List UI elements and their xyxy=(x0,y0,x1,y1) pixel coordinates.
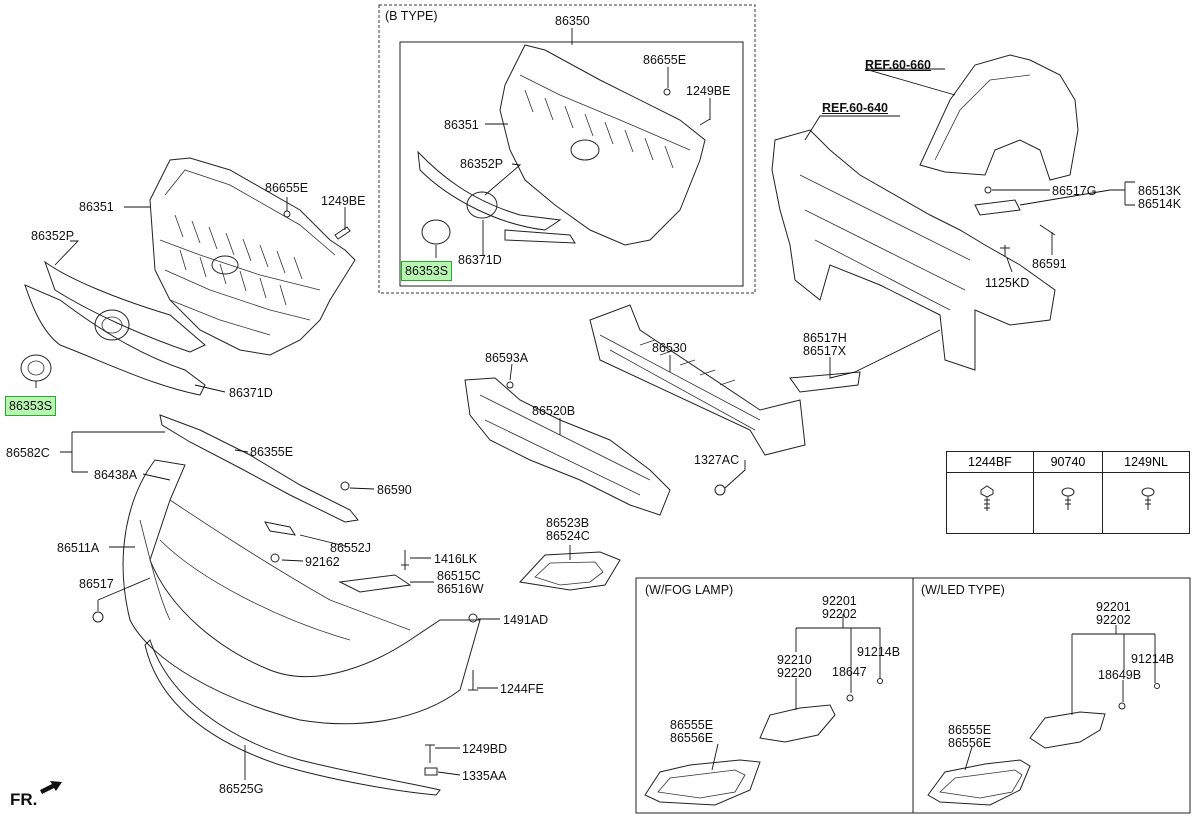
part-label[interactable]: 92201 xyxy=(1096,600,1131,614)
part-label[interactable]: 86351 xyxy=(444,118,479,132)
part-86353s-highlight[interactable]: 86353S xyxy=(5,396,57,416)
part-label[interactable]: 86524C xyxy=(546,529,590,543)
bumper-bracket-drawing xyxy=(789,371,861,393)
part-label[interactable]: 1335AA xyxy=(462,769,507,783)
fastener-icon-cell xyxy=(1032,472,1104,534)
part-label[interactable]: 86591 xyxy=(1032,257,1067,271)
energy-absorber-drawing xyxy=(464,377,671,516)
ref-60-660: REF.60-660 xyxy=(865,58,932,72)
grille-emblem-ring-drawing xyxy=(94,309,130,341)
part-label[interactable]: 92210 xyxy=(777,653,812,667)
fastener-header[interactable]: 1244BF xyxy=(946,451,1034,473)
part-label[interactable]: 86371D xyxy=(458,253,502,267)
b-type-inner-box xyxy=(399,41,744,287)
part-label[interactable]: 92220 xyxy=(777,666,812,680)
bumper-cover-drawing xyxy=(122,459,481,725)
part-label[interactable]: 86351 xyxy=(79,200,114,214)
part-label[interactable]: 1244FE xyxy=(500,682,544,696)
part-label[interactable]: 86530 xyxy=(652,341,687,355)
part-label[interactable]: 92201 xyxy=(822,594,857,608)
ref-60-640: REF.60-640 xyxy=(822,101,889,115)
part-label[interactable]: 86582C xyxy=(6,446,50,460)
part-label[interactable]: 86515C xyxy=(437,569,481,583)
leader-lines xyxy=(35,28,1156,780)
part-label[interactable]: 92202 xyxy=(1096,613,1131,627)
back-beam-drawing xyxy=(589,304,806,456)
fog-bezel-drawing xyxy=(644,759,761,806)
part-label[interactable]: 91214B xyxy=(857,645,901,659)
part-label[interactable]: 86556E xyxy=(670,731,714,745)
part-label[interactable]: 86517X xyxy=(803,344,847,358)
part-label[interactable]: 86525G xyxy=(219,782,264,796)
part-label[interactable]: 86655E xyxy=(265,181,309,195)
part-label[interactable]: 86590 xyxy=(377,483,412,497)
front-direction-label: FR. xyxy=(10,790,38,809)
grille-garnish-drawing xyxy=(43,260,206,353)
fastener-table: 1244BF 90740 1249NL xyxy=(946,451,1190,534)
part-label[interactable]: 86552J xyxy=(330,541,372,555)
front-end-carrier-drawing xyxy=(771,129,1056,371)
grille-lower-drawing xyxy=(24,284,206,396)
part-label[interactable]: 86513K xyxy=(1138,184,1182,198)
part-label[interactable]: 86555E xyxy=(670,718,714,732)
b-type-outer-box xyxy=(378,4,756,294)
fog-lamp-drawing xyxy=(759,704,836,743)
part-label[interactable]: 86517 xyxy=(79,577,114,591)
emblem-86353s-drawing xyxy=(20,354,52,382)
part-label[interactable]: 86516W xyxy=(437,582,484,596)
b-type-grille-drawing xyxy=(499,44,706,246)
fastener-icon-cell xyxy=(1102,472,1190,534)
part-label[interactable]: 86523B xyxy=(546,516,590,530)
part-label[interactable]: 91214B xyxy=(1131,652,1175,666)
front-direction-arrow xyxy=(40,781,62,794)
part-label[interactable]: 86514K xyxy=(1138,197,1182,211)
part-label[interactable]: 1327AC xyxy=(694,453,740,467)
part-label[interactable]: 92162 xyxy=(305,555,340,569)
part-label[interactable]: 86438A xyxy=(94,468,138,482)
part-label[interactable]: 86352P xyxy=(31,229,75,243)
fastener-header[interactable]: 1249NL xyxy=(1102,451,1190,473)
part-86353s-b-type-highlight[interactable]: 86353S xyxy=(401,261,453,281)
part-label[interactable]: 86352P xyxy=(460,157,504,171)
fastener-header[interactable]: 90740 xyxy=(1032,451,1104,473)
part-label[interactable]: 86355E xyxy=(250,445,294,459)
part-label[interactable]: 1249BE xyxy=(321,194,366,208)
section-title-fog-lamp: (W/FOG LAMP) xyxy=(645,583,734,597)
led-type-box xyxy=(912,577,1191,814)
section-title-led-type: (W/LED TYPE) xyxy=(921,583,1005,597)
led-lamp-drawing xyxy=(1029,711,1106,749)
fog-lamp-box xyxy=(635,577,914,814)
part-label[interactable]: 1416LK xyxy=(434,552,478,566)
part-label[interactable]: 86556E xyxy=(948,736,992,750)
part-label[interactable]: 1125KD xyxy=(985,276,1030,290)
part-label[interactable]: 86511A xyxy=(57,541,100,555)
section-title-b-type: (B TYPE) xyxy=(385,9,438,23)
part-label[interactable]: 1491AD xyxy=(503,613,549,627)
fog-cover-drawing xyxy=(518,551,621,591)
part-label[interactable]: 86593A xyxy=(485,351,529,365)
fender-drawing xyxy=(919,54,1079,181)
part-label[interactable]: 86655E xyxy=(643,53,687,67)
part-label[interactable]: 18649B xyxy=(1098,668,1142,682)
led-bezel-drawing xyxy=(927,759,1031,806)
part-label[interactable]: 86371D xyxy=(229,386,273,400)
bumper-lip-drawing xyxy=(144,639,441,796)
part-label[interactable]: 86517H xyxy=(803,331,847,345)
part-label[interactable]: 18647 xyxy=(832,665,867,679)
fastener-icon-cell xyxy=(946,472,1034,534)
upper-strip-drawing xyxy=(159,414,359,523)
radiator-grille-drawing xyxy=(149,157,356,356)
part-label[interactable]: 92202 xyxy=(822,607,857,621)
part-label[interactable]: 86517G xyxy=(1052,184,1097,198)
part-label[interactable]: 1249BD xyxy=(462,742,508,756)
part-label[interactable]: 1249BE xyxy=(686,84,731,98)
part-label[interactable]: 86520B xyxy=(532,404,576,418)
part-label[interactable]: 86350 xyxy=(555,14,590,28)
part-label[interactable]: 86555E xyxy=(948,723,992,737)
